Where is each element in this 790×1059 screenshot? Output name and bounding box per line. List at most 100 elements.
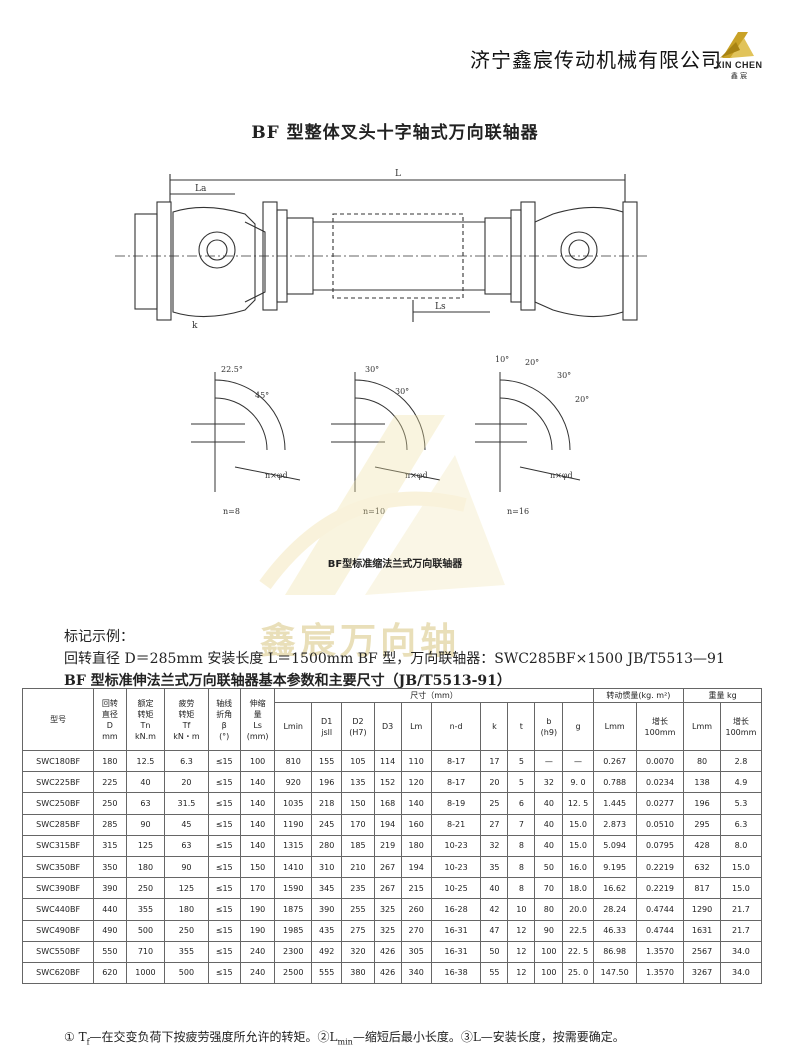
table-cell: ≤15 (207, 749, 241, 773)
th-d: 回转 直径 D mm (93, 688, 127, 751)
table-cell: 21.7 (719, 898, 763, 921)
table-cell: 42 (480, 898, 509, 921)
table-cell: 325 (373, 919, 402, 942)
dim-k-label: k (192, 321, 198, 331)
table-cell: 12 (507, 961, 536, 985)
table-cell: ≤15 (207, 877, 241, 900)
table-cell: 250 (164, 919, 209, 942)
view2-hole: n×φd (405, 471, 428, 480)
table-cell: 3267 (683, 961, 721, 985)
table-cell: 1290 (683, 898, 721, 921)
table-cell: 180 (400, 834, 432, 857)
table-cell: ≤15 (207, 961, 241, 985)
table-cell: 40 (534, 834, 564, 857)
table-cell: 10-23 (430, 855, 482, 879)
table-cell: 8 (507, 877, 536, 900)
model-cell: SWC285BF (21, 813, 95, 836)
th-sub-col: Lmm (592, 702, 637, 751)
table-cell: 0.0795 (635, 834, 685, 857)
th-sub-col: t (507, 702, 536, 751)
table-cell: 260 (400, 898, 432, 921)
th-sub-col: D1 jsll (311, 702, 343, 751)
table-cell: 340 (400, 961, 432, 985)
logo-text: XIN CHEN (715, 60, 763, 70)
table-cell: 1000 (125, 961, 166, 985)
table-cell: 125 (125, 834, 166, 857)
model-cell: SWC315BF (21, 834, 95, 857)
table-cell: — (562, 749, 594, 773)
table-cell: 40 (534, 792, 564, 815)
table-cell: 6.3 (719, 813, 763, 836)
table-cell: 490 (93, 919, 127, 942)
table-cell: 9. 0 (562, 771, 594, 794)
table-cell: 180 (93, 749, 127, 773)
table-cell: 2.8 (719, 749, 763, 773)
table-cell: 180 (164, 898, 209, 921)
th-inertia: 转动惯量(kg. m²) (592, 688, 685, 703)
table-cell: 120 (400, 771, 432, 794)
table-cell: 15.0 (719, 855, 763, 879)
th-sub-col: b (h9) (534, 702, 564, 751)
table-cell: 1631 (683, 919, 721, 942)
table-cell: 5 (507, 771, 536, 794)
table-cell: 6 (507, 792, 536, 815)
table-cell: — (534, 749, 564, 773)
table-cell: 40 (125, 771, 166, 794)
th-sub-col: n-d (430, 702, 482, 751)
table-cell: 0.0510 (635, 813, 685, 836)
table-cell: 210 (341, 855, 375, 879)
th-sub-col: D2 (H7) (341, 702, 375, 751)
table-cell: 1875 (274, 898, 313, 921)
table-cell: 16-31 (430, 919, 482, 942)
view2-label: n=10 (363, 507, 385, 516)
table-cell: 555 (311, 961, 343, 985)
table-cell: 25. 0 (562, 961, 594, 985)
table-cell: 295 (683, 813, 721, 836)
table-cell: 426 (373, 940, 402, 963)
table-cell: 0.0277 (635, 792, 685, 815)
model-cell: SWC250BF (21, 792, 95, 815)
table-cell: 550 (93, 940, 127, 963)
th-sub-col: 增长 100mm (719, 702, 763, 751)
view1-angle-a: 22.5° (221, 365, 243, 374)
table-cell: 16-28 (430, 898, 482, 921)
table-cell: 194 (400, 855, 432, 879)
model-cell: SWC225BF (21, 771, 95, 794)
table-cell: 20 (480, 771, 509, 794)
table-cell: 215 (400, 877, 432, 900)
table-cell: 310 (311, 855, 343, 879)
view3-angle-c: 30° (557, 371, 571, 380)
table-cell: 196 (311, 771, 343, 794)
table-cell: 135 (341, 771, 375, 794)
table-cell: 267 (373, 877, 402, 900)
table-cell: 240 (239, 961, 276, 985)
table-cell: 1.3570 (635, 940, 685, 963)
th-sub-col: k (480, 702, 509, 751)
table-cell: 7 (507, 813, 536, 836)
table-cell: 1.445 (592, 792, 637, 815)
table-cell: 70 (534, 877, 564, 900)
table-cell: 15.0 (562, 813, 594, 836)
th-sub-col: g (562, 702, 594, 751)
model-cell: SWC620BF (21, 961, 95, 985)
view1-label: n=8 (223, 507, 240, 516)
table-cell: 150 (341, 792, 375, 815)
table-cell: 125 (164, 877, 209, 900)
th-ls: 伸缩 量 Ls (mm) (239, 688, 276, 751)
table-cell: 426 (373, 961, 402, 985)
table-cell: 4.9 (719, 771, 763, 794)
example-text: 回转直径 D＝285mm 安装长度 L＝1500mm BF 型，万向联轴器：SW… (64, 651, 725, 667)
table-cell: 63 (125, 792, 166, 815)
table-cell: 15.0 (719, 877, 763, 900)
table-cell: 390 (93, 877, 127, 900)
table-cell: 1985 (274, 919, 313, 942)
table-cell: 5 (507, 749, 536, 773)
table-cell: 31.5 (164, 792, 209, 815)
table-cell: 240 (239, 940, 276, 963)
